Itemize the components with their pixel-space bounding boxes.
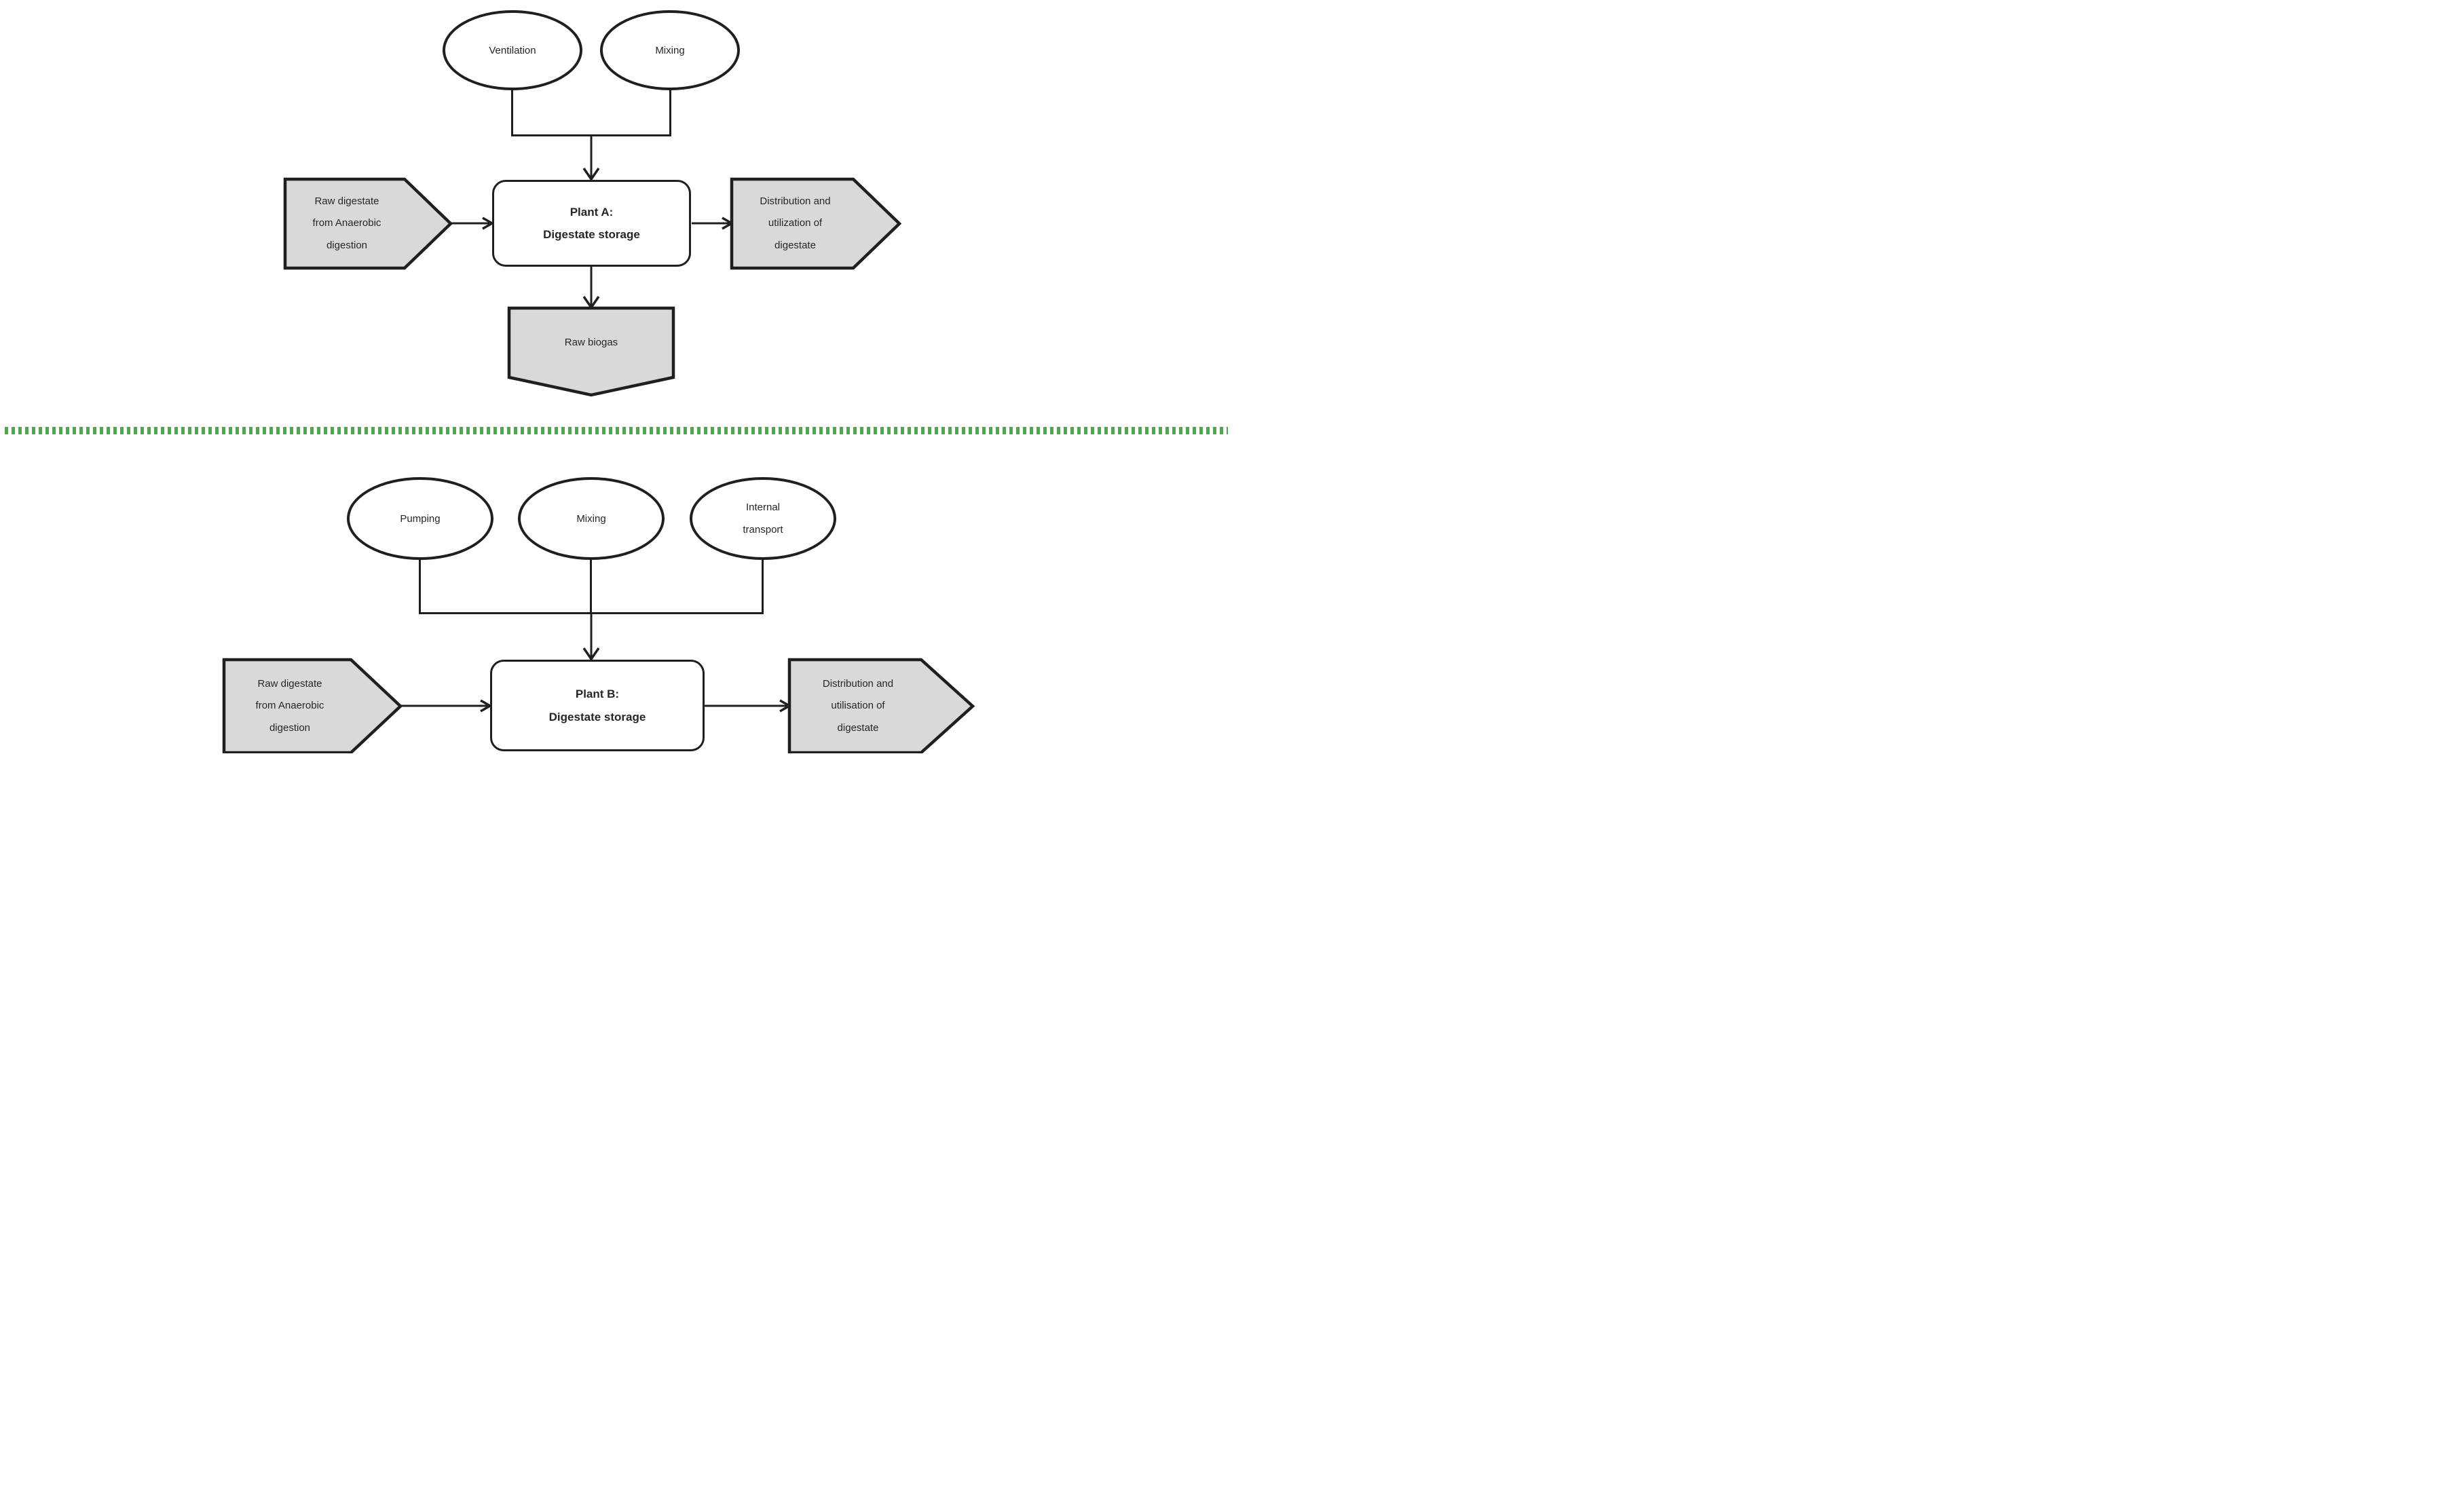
output-arrow-plant-a-label: Distribution and utilization of digestat… [760,195,831,251]
oval-ventilation-label: Ventilation [489,44,536,56]
pentagon-right-icon [730,177,902,270]
connector-internal-transport-stub [762,559,764,614]
oval-pumping-label: Pumping [400,512,441,525]
connector-mixing-b-stub [590,559,592,614]
input-arrow-plant-a: Raw digestate from Anaerobic digestion [283,177,453,270]
oval-internal-transport-label: Internal transport [743,502,783,535]
output-down-raw-biogas: Raw biogas [507,306,675,397]
oval-mixing-plant-a: Mixing [600,10,740,90]
pentagon-right-icon [283,177,453,270]
plant-a-box: Plant A: Digestate storage [492,180,691,267]
connector-mixing-a-stub [669,89,671,136]
arrow-down-into-plant-b [582,614,600,662]
arrow-plant-a-to-biogas [582,267,600,310]
output-arrow-plant-a: Distribution and utilization of digestat… [730,177,902,270]
output-arrow-plant-b-label: Distribution and utilisation of digestat… [822,678,894,734]
oval-pumping: Pumping [347,477,493,560]
arrow-plant-a-to-output [692,217,734,230]
input-arrow-plant-b: Raw digestate from Anaerobic digestion [222,658,403,753]
diagram-canvas: Ventilation Mixing Raw digestate from An… [0,0,1232,753]
connector-merge-a [511,134,671,136]
plant-divider-dashed-line [5,427,1228,434]
output-arrow-plant-b: Distribution and utilisation of digestat… [787,658,975,753]
connector-merge-b [419,612,764,614]
raw-biogas-label: Raw biogas [564,336,618,348]
pentagon-right-icon [787,658,975,753]
oval-ventilation: Ventilation [443,10,582,90]
input-arrow-plant-b-label: Raw digestate from Anaerobic digestion [255,678,324,734]
connector-ventilation-stub [511,89,513,136]
plant-b-box-label: Plant B: Digestate storage [548,688,646,723]
oval-mixing-plant-b: Mixing [518,477,665,560]
connector-pumping-stub [419,559,421,614]
arrow-input-to-plant-a [449,217,495,230]
oval-internal-transport: Internal transport [690,477,836,560]
arrow-input-to-plant-b [399,699,493,713]
oval-mixing-b-label: Mixing [576,512,606,525]
oval-mixing-a-label: Mixing [655,44,685,56]
pentagon-right-icon [222,658,403,753]
pentagon-down-icon [507,306,675,397]
plant-a-box-label: Plant A: Digestate storage [543,205,640,241]
input-arrow-plant-a-label: Raw digestate from Anaerobic digestion [312,195,381,251]
arrow-down-into-plant-a [582,136,600,182]
arrow-plant-b-to-output [705,699,792,713]
plant-b-box: Plant B: Digestate storage [490,660,705,751]
